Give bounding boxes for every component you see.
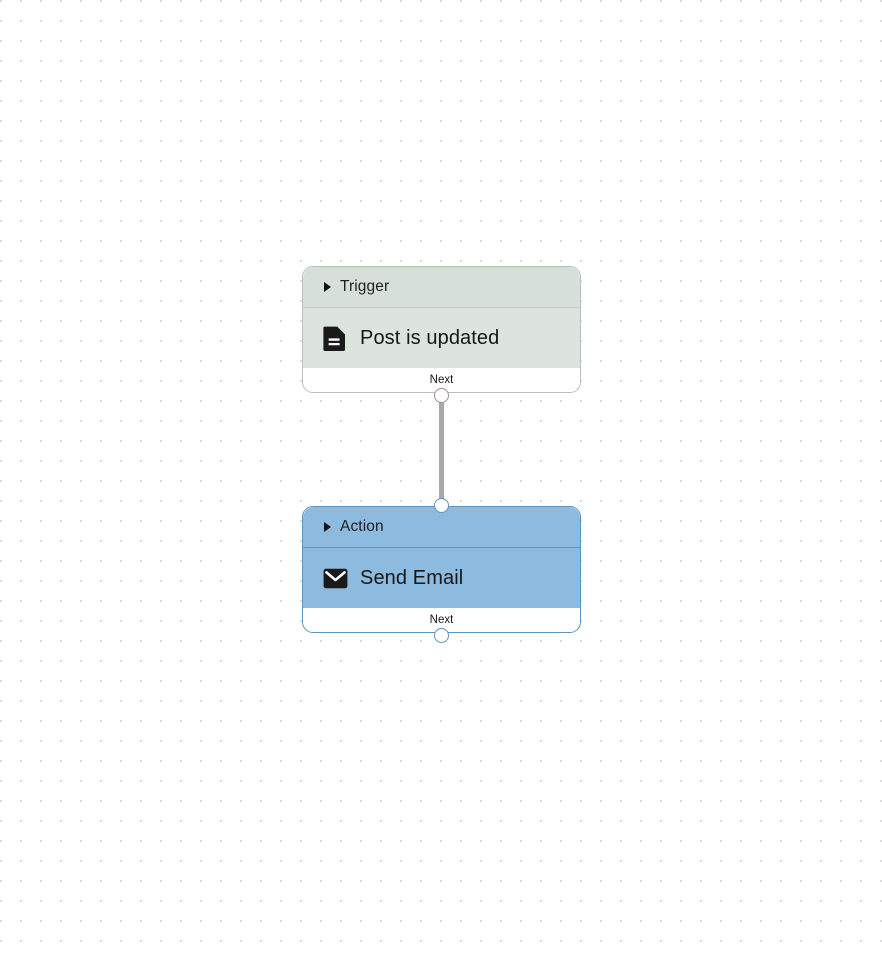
document-icon <box>322 325 348 351</box>
node-trigger-inner: Trigger Post is updated Next <box>303 267 580 392</box>
node-trigger-body[interactable]: Post is updated <box>303 308 580 368</box>
envelope-icon <box>322 565 348 591</box>
node-trigger[interactable]: Trigger Post is updated Next <box>302 266 581 393</box>
node-trigger-body-label: Post is updated <box>360 327 500 349</box>
node-trigger-header-label: Trigger <box>340 278 390 296</box>
node-trigger-footer[interactable]: Next <box>303 368 580 392</box>
node-action-footer-label: Next <box>429 613 454 626</box>
node-action-body-label: Send Email <box>360 567 464 589</box>
node-action-inner: Action Send Email Next <box>303 507 580 632</box>
disclosure-triangle-icon[interactable] <box>324 522 331 532</box>
node-trigger-footer-label: Next <box>429 373 454 386</box>
port-action-input[interactable] <box>434 498 449 513</box>
node-action[interactable]: Action Send Email Next <box>302 506 581 633</box>
node-trigger-header[interactable]: Trigger <box>303 267 580 308</box>
node-action-body[interactable]: Send Email <box>303 548 580 608</box>
node-action-header[interactable]: Action <box>303 507 580 548</box>
node-action-header-label: Action <box>340 518 384 536</box>
port-trigger-next-output[interactable] <box>434 388 449 403</box>
disclosure-triangle-icon[interactable] <box>324 282 331 292</box>
port-action-next-output[interactable] <box>434 628 449 643</box>
